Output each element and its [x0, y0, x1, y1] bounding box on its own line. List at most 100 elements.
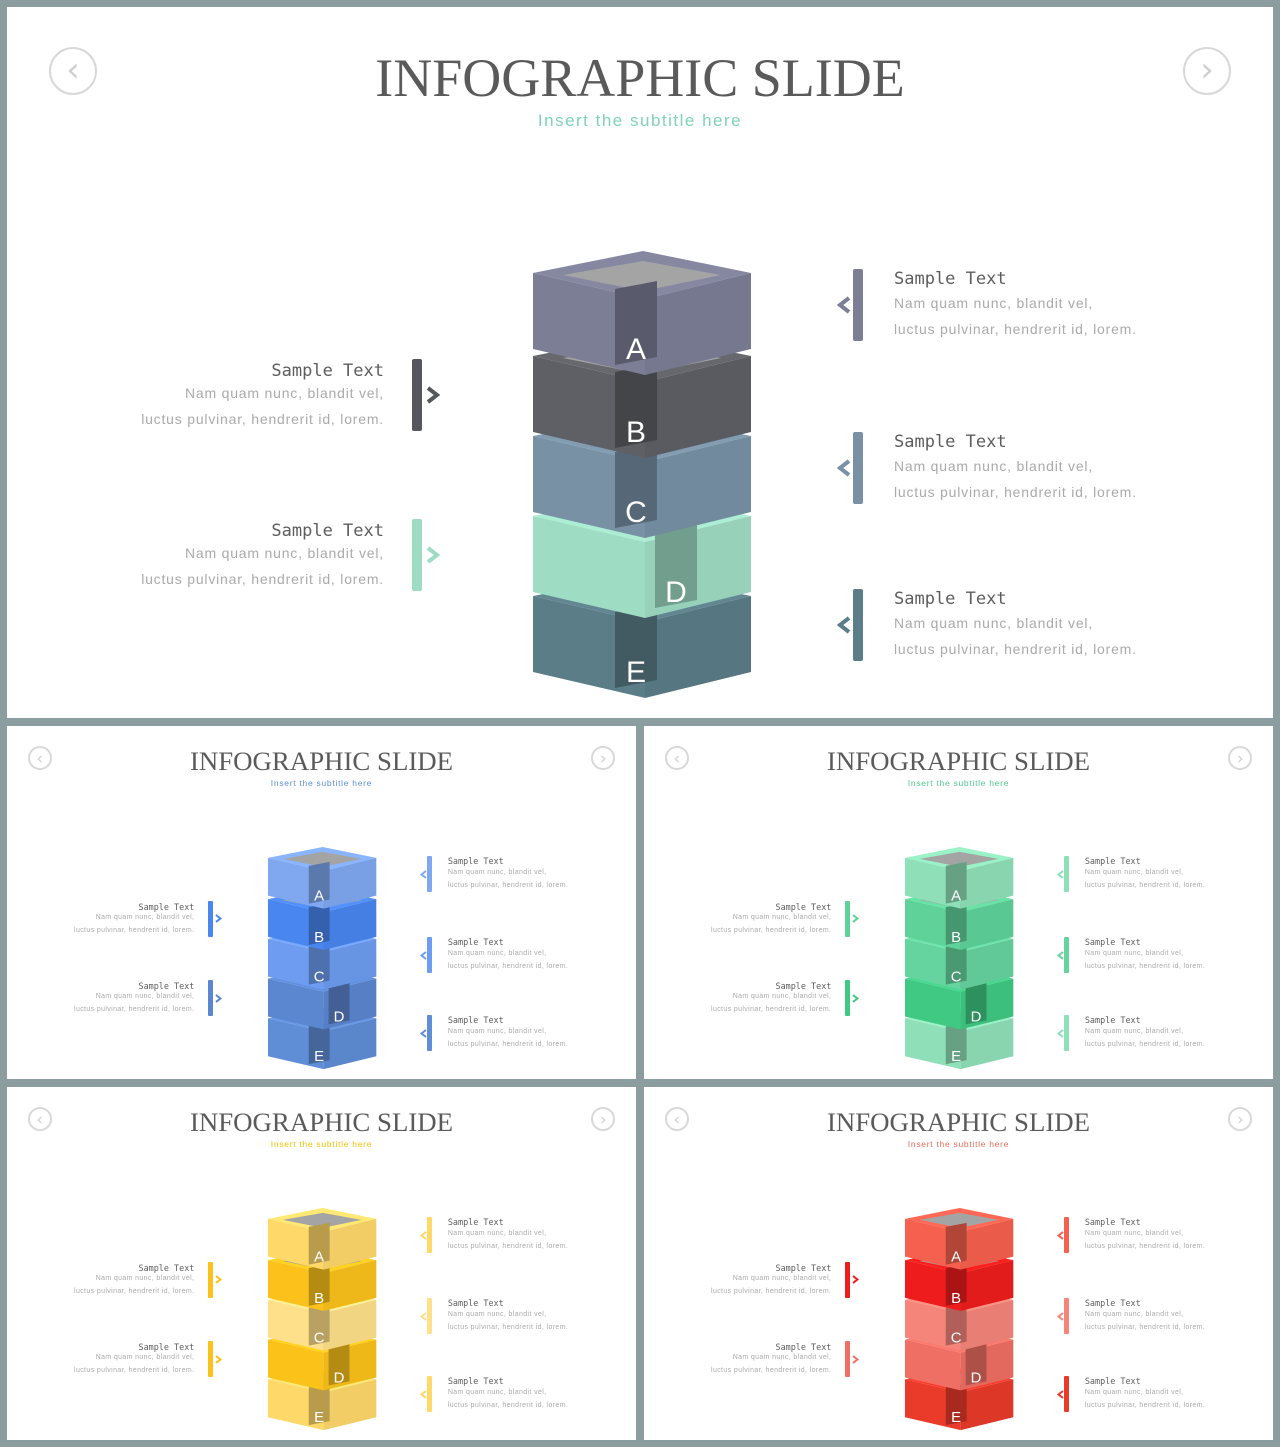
- item-title: Sample Text: [447, 937, 504, 948]
- block-letter: E: [315, 1049, 325, 1065]
- chevron-right-icon: [852, 914, 860, 924]
- slide-subtitle: Insert the subtitle here: [270, 1138, 373, 1149]
- item-text-line: luctus pulvinar, hendrerit id, lorem.: [711, 1006, 832, 1014]
- marker-bar: [208, 1341, 214, 1378]
- chevron-right-icon: [215, 1275, 223, 1285]
- next-slide-button[interactable]: ›: [1228, 1106, 1253, 1131]
- marker-bar: [1064, 1217, 1070, 1253]
- item-title: Sample Text: [775, 901, 832, 912]
- block-tower: E D C B A: [268, 847, 377, 1070]
- block-letter: A: [626, 333, 646, 366]
- chevron-right-icon: [852, 1275, 860, 1285]
- chevron-left-icon: [1056, 1230, 1064, 1240]
- item-title: Sample Text: [894, 589, 1007, 609]
- block-letter: C: [625, 496, 647, 529]
- next-slide-button[interactable]: ›: [591, 745, 616, 770]
- item-text-line: Nam quam nunc, blandit vel,: [447, 869, 547, 877]
- block-letter: B: [315, 1291, 325, 1307]
- prev-slide-button[interactable]: ‹: [27, 745, 52, 770]
- block-letter: C: [951, 970, 962, 986]
- prev-slide-button[interactable]: ‹: [664, 745, 689, 770]
- block-letter: C: [951, 1331, 962, 1347]
- marker-bar: [845, 1261, 851, 1298]
- item-text-line: Nam quam nunc, blandit vel,: [1084, 1230, 1184, 1238]
- item-text-line: Nam quam nunc, blandit vel,: [894, 295, 1094, 311]
- prev-slide-button[interactable]: ‹: [49, 47, 97, 95]
- item-text-line: Nam quam nunc, blandit vel,: [1084, 950, 1184, 958]
- marker-bar: [1064, 1015, 1070, 1052]
- chevron-left-icon: [419, 869, 427, 879]
- chevron-right-icon: [215, 994, 223, 1003]
- item-text-line: Nam quam nunc, blandit vel,: [447, 1311, 547, 1319]
- item-text-line: luctus pulvinar, hendrerit id, lorem.: [447, 882, 569, 890]
- marker-bar: [427, 1015, 433, 1052]
- block-letter: D: [334, 1010, 345, 1026]
- marker-bar: [845, 1341, 851, 1378]
- item-text-line: Nam quam nunc, blandit vel,: [95, 1354, 195, 1362]
- item-text-line: luctus pulvinar, hendrerit id, lorem.: [1084, 1324, 1206, 1332]
- item-title: Sample Text: [894, 269, 1007, 289]
- item-text-line: Nam quam nunc, blandit vel,: [447, 1028, 547, 1036]
- item-title: Sample Text: [138, 1342, 195, 1353]
- item-text-line: Nam quam nunc, blandit vel,: [1084, 1311, 1184, 1319]
- chevron-left-icon: [1056, 1311, 1064, 1321]
- item-text-line: Nam quam nunc, blandit vel,: [894, 458, 1094, 474]
- block-letter: B: [315, 930, 325, 946]
- block-letter: D: [971, 1010, 982, 1026]
- block-letter: A: [952, 889, 962, 905]
- item-text-line: luctus pulvinar, hendrerit id, lorem.: [74, 1367, 195, 1375]
- item-text-line: Nam quam nunc, blandit vel,: [1084, 1389, 1184, 1397]
- item-title: Sample Text: [447, 1376, 504, 1387]
- block-letter: C: [314, 1331, 325, 1347]
- block-letter: C: [314, 970, 325, 986]
- item-title: Sample Text: [271, 361, 384, 381]
- item-text-line: luctus pulvinar, hendrerit id, lorem.: [74, 1006, 195, 1014]
- item-text-line: luctus pulvinar, hendrerit id, lorem.: [447, 1324, 569, 1332]
- marker-bar: [853, 432, 863, 504]
- item-text-line: Nam quam nunc, blandit vel,: [1084, 1028, 1184, 1036]
- marker-bar: [853, 589, 863, 661]
- prev-slide-button[interactable]: ‹: [27, 1106, 52, 1131]
- item-text-line: luctus pulvinar, hendrerit id, lorem.: [141, 571, 384, 587]
- block-letter: E: [315, 1410, 325, 1426]
- block-letter: E: [626, 656, 646, 689]
- item-text-line: Nam quam nunc, blandit vel,: [95, 913, 195, 921]
- block-letter: D: [334, 1371, 345, 1387]
- slide-subtitle: Insert the subtitle here: [907, 777, 1010, 788]
- item-text-line: Nam quam nunc, blandit vel,: [95, 1274, 195, 1282]
- marker-bar: [427, 1376, 433, 1413]
- next-slide-button[interactable]: ›: [1183, 47, 1231, 95]
- chevron-right-icon: [215, 914, 223, 924]
- item-title: Sample Text: [1084, 1217, 1141, 1228]
- chevron-left-icon: [419, 1311, 427, 1321]
- marker-bar: [208, 1261, 214, 1298]
- next-slide-button[interactable]: ›: [591, 1106, 616, 1131]
- chevron-right-icon: [852, 994, 860, 1003]
- item-title: Sample Text: [447, 1217, 504, 1228]
- slide-subtitle: Insert the subtitle here: [537, 111, 743, 130]
- block-letter: A: [315, 889, 325, 905]
- item-text-line: Nam quam nunc, blandit vel,: [184, 545, 384, 561]
- chevron-left-icon: [419, 1389, 427, 1399]
- item-text-line: Nam quam nunc, blandit vel,: [95, 993, 195, 1001]
- item-text-line: Nam quam nunc, blandit vel,: [447, 950, 547, 958]
- item-text-line: luctus pulvinar, hendrerit id, lorem.: [141, 411, 384, 427]
- chevron-left-icon: [836, 296, 851, 314]
- item-title: Sample Text: [138, 1262, 195, 1273]
- item-title: Sample Text: [775, 1262, 832, 1273]
- prev-slide-button[interactable]: ‹: [664, 1106, 689, 1131]
- item-title: Sample Text: [1084, 937, 1141, 948]
- item-text-line: Nam quam nunc, blandit vel,: [732, 1354, 832, 1362]
- tower-block-a: A: [268, 847, 377, 909]
- marker-bar: [1064, 856, 1070, 892]
- block-letter: D: [665, 576, 687, 609]
- next-slide-button[interactable]: ›: [1228, 745, 1253, 770]
- marker-bar: [427, 1217, 433, 1253]
- marker-bar: [427, 937, 433, 973]
- marker-bar: [427, 856, 433, 892]
- chevron-right-icon: [215, 1355, 223, 1364]
